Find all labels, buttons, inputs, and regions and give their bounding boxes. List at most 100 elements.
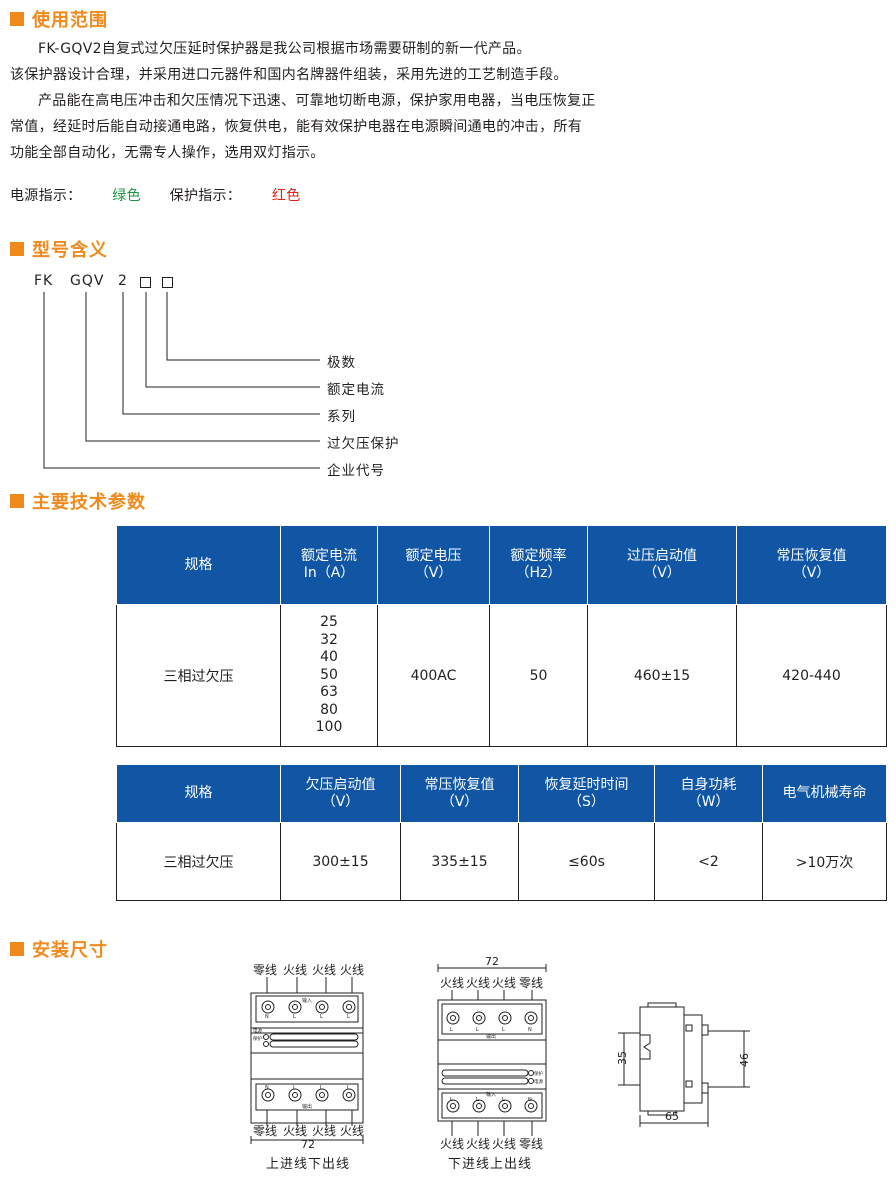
indicator-row: 电源指示： 绿色 保护指示： 红色 — [10, 183, 301, 209]
section-marker-icon — [10, 242, 24, 256]
cell-over-start: 460±15 — [587, 604, 737, 747]
header-service-life: 电气机械寿命 — [762, 764, 887, 823]
header-spec: 规格 — [116, 525, 281, 605]
wire-label: 火线 — [283, 963, 307, 977]
cell-recovery-delay: ≤60s — [518, 822, 655, 901]
cell-currents: 25 32 40 50 63 80 100 — [280, 604, 378, 747]
indicator-label: 保护 — [534, 1070, 543, 1077]
header-rated-voltage: 额定电压（V） — [377, 525, 490, 605]
wire-label: 火线 — [466, 976, 490, 990]
usage-line-3: 产品能在高电压冲击和欠压情况下迅速、可靠地切断电源，保护家用电器，当电压恢复正 — [38, 93, 596, 109]
model-code-gqv: GQV — [70, 273, 105, 289]
model-code-current-box — [140, 277, 151, 288]
legend-series: 系列 — [327, 409, 356, 425]
section-title-model: 型号含义 — [10, 238, 108, 261]
cell-service-life: >10万次 — [762, 822, 887, 901]
input-label: 输入 — [486, 1091, 496, 1098]
wire-label: 火线 — [466, 1137, 490, 1151]
terminal-label: L — [450, 1097, 453, 1103]
cell-spec: 三相过欠压 — [116, 822, 281, 901]
wire-label: 火线 — [312, 1124, 336, 1138]
cell-frequency: 50 — [489, 604, 588, 747]
terminal-label: N — [528, 1027, 532, 1033]
indicator-label: 电源 — [253, 1027, 262, 1034]
dimension-width: 72 — [485, 955, 499, 968]
wire-label: 火线 — [312, 963, 336, 977]
side-view-diagram: 35 46 65 — [616, 1002, 751, 1127]
wire-label: 火线 — [340, 1124, 364, 1138]
section-title-text: 使用范围 — [32, 10, 108, 31]
indicator-label: 保护 — [253, 1035, 262, 1042]
power-indicator-label: 电源指示： — [10, 188, 82, 204]
model-code-series: 2 — [118, 273, 128, 289]
legend-company-code: 企业代号 — [327, 463, 385, 479]
terminal-label: L — [347, 1085, 350, 1091]
header-recovery-value: 常压恢复值（V） — [736, 525, 887, 605]
header-undervoltage-start: 欠压启动值（V） — [280, 764, 401, 823]
usage-line-1: FK-GQV2自复式过欠压延时保护器是我公司根据市场需要研制的新一代产品。 — [38, 41, 531, 57]
table-row: 三相过欠压 25 32 40 50 63 80 100 400AC 50 460… — [116, 604, 887, 747]
terminal-label: L — [476, 1027, 479, 1033]
usage-line-2: 该保护器设计合理，并采用进口元器件和国内名牌器件组装，采用先进的工艺制造手段。 — [10, 67, 568, 83]
header-spec: 规格 — [116, 764, 281, 823]
terminal-label: L — [320, 1085, 323, 1091]
terminal-label: N — [528, 1097, 532, 1103]
legend-poles: 极数 — [327, 355, 356, 371]
wire-label: 火线 — [492, 1137, 516, 1151]
section-title-install: 安装尺寸 — [10, 938, 108, 961]
terminal-label: N — [265, 1014, 269, 1020]
usage-line-5: 功能全部自动化，无需专人操作，选用双灯指示。 — [10, 145, 325, 161]
wire-label: 零线 — [253, 1124, 277, 1138]
terminal-label: L — [293, 1085, 296, 1091]
usage-line-4: 常值，经延时后能自动接通电路，恢复供电，能有效保护电器在电源瞬间通电的冲击，所有 — [10, 119, 582, 135]
terminal-label: L — [293, 1014, 296, 1020]
wire-label: 火线 — [340, 963, 364, 977]
dimension-width-side: 65 — [665, 1110, 679, 1123]
terminal-label: L — [450, 1027, 453, 1033]
front-view-top-input-diagram: 零线 火线 火线 火线 N L — [250, 963, 364, 1151]
header-power-consumption: 自身功耗（W） — [654, 764, 763, 823]
model-code-leader-lines — [43, 292, 320, 469]
cell-undervoltage-start: 300±15 — [280, 822, 401, 901]
cell-recovery-value: 335±15 — [400, 822, 519, 901]
cell-voltage: 400AC — [377, 604, 490, 747]
spec-table-2-header: 规格 欠压启动值（V） 常压恢复值（V） 恢复延时时间（S） 自身功耗（W） 电… — [116, 764, 887, 823]
header-rated-frequency: 额定频率（Hz） — [489, 525, 588, 605]
wire-label: 零线 — [519, 1137, 543, 1151]
terminal-label: L — [502, 1097, 505, 1103]
indicator-label: 电源 — [534, 1078, 543, 1085]
terminal-label: L — [502, 1027, 505, 1033]
power-indicator-value: 绿色 — [112, 188, 141, 204]
terminal-label: N — [265, 1085, 269, 1091]
output-label: 输出 — [302, 1103, 312, 1110]
wire-label: 火线 — [440, 1137, 464, 1151]
section-title-text: 主要技术参数 — [32, 492, 146, 513]
caption-top-input: 上进线下出线 — [266, 1157, 351, 1172]
caption-bottom-input: 下进线上出线 — [448, 1157, 533, 1172]
section-marker-icon — [10, 12, 24, 26]
output-label: 输出 — [486, 1033, 496, 1040]
protect-indicator-value: 红色 — [271, 188, 301, 204]
header-recovery-delay: 恢复延时时间（S） — [518, 764, 655, 823]
terminal-label: L — [347, 1014, 350, 1020]
section-title-text: 型号含义 — [32, 240, 108, 261]
section-marker-icon — [10, 494, 24, 508]
wire-label: 零线 — [519, 976, 543, 990]
legend-rated-current: 额定电流 — [327, 382, 385, 398]
section-title-text: 安装尺寸 — [32, 940, 108, 961]
legend-voltage-protection: 过欠压保护 — [327, 436, 400, 452]
cell-recover: 420-440 — [736, 604, 887, 747]
cell-spec: 三相过欠压 — [116, 604, 281, 747]
dimension-depth-left: 35 — [616, 1051, 629, 1065]
terminal-label: L — [320, 1014, 323, 1020]
section-marker-icon — [10, 942, 24, 956]
model-code-poles-box — [162, 277, 173, 288]
dimension-depth-right: 46 — [738, 1053, 751, 1067]
terminal-label: L — [476, 1097, 479, 1103]
header-recovery-value: 常压恢复值（V） — [400, 764, 519, 823]
header-overvoltage-start: 过压启动值（V） — [587, 525, 737, 605]
spec-table-2: 规格 欠压启动值（V） 常压恢复值（V） 恢复延时时间（S） 自身功耗（W） 电… — [116, 764, 887, 901]
section-title-usage: 使用范围 — [10, 8, 108, 31]
